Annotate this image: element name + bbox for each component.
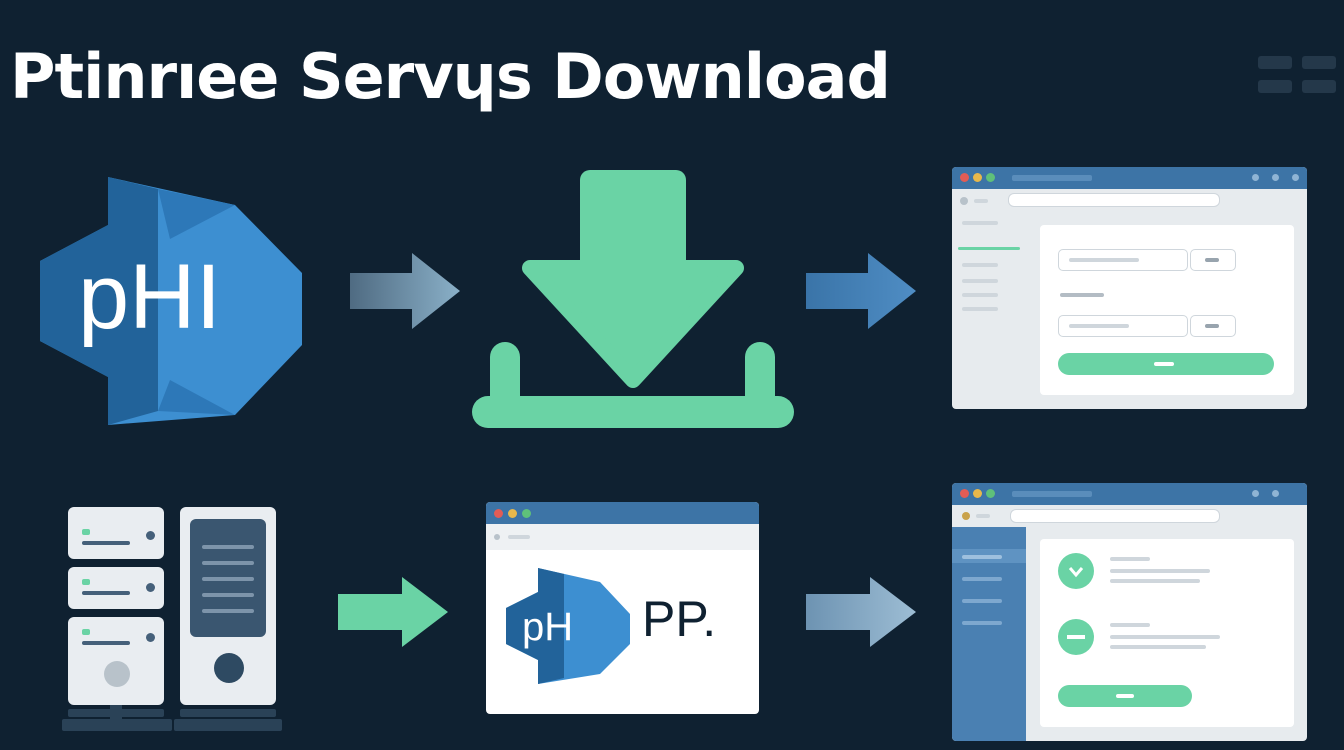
server-unit [68, 567, 164, 609]
minimize-window-icon[interactable] [973, 489, 982, 498]
window-titlebar [952, 167, 1307, 189]
sidebar-item[interactable] [962, 307, 998, 311]
sidebar-item[interactable] [962, 279, 998, 283]
nav-placeholder [976, 514, 990, 518]
window-titlebar [486, 502, 759, 524]
close-window-icon[interactable] [960, 489, 969, 498]
maximize-window-icon[interactable] [986, 173, 995, 182]
sidebar-item[interactable] [962, 221, 998, 225]
address-bar[interactable] [1008, 193, 1220, 207]
toolbar-icon[interactable] [1252, 490, 1259, 497]
address-bar[interactable] [1010, 509, 1220, 523]
status-line [1110, 623, 1150, 627]
tab-placeholder[interactable] [1012, 491, 1092, 497]
toolbar-icon[interactable] [1252, 174, 1259, 181]
confirm-button[interactable] [1058, 685, 1192, 707]
close-window-icon[interactable] [960, 173, 969, 182]
arrow-right-icon [338, 577, 448, 647]
form-action-button[interactable] [1190, 249, 1236, 271]
minus-icon [1058, 619, 1094, 655]
tab-placeholder[interactable] [1012, 175, 1092, 181]
toolbar-icon[interactable] [1272, 174, 1279, 181]
nav-icon[interactable] [962, 512, 970, 520]
arrow-right-icon [350, 253, 460, 329]
arrow-right-icon [806, 577, 916, 647]
sidebar [952, 527, 1026, 741]
close-window-icon[interactable] [494, 509, 503, 518]
address-row [486, 524, 759, 550]
form-panel [1040, 225, 1294, 395]
check-icon [1058, 553, 1094, 589]
nav-icon[interactable] [960, 197, 968, 205]
nav-placeholder [974, 199, 988, 203]
arrow-right-icon [806, 253, 916, 329]
nav-placeholder [508, 535, 530, 539]
sidebar-item[interactable] [962, 621, 1002, 625]
download-icon [472, 170, 794, 428]
server-unit [68, 507, 164, 559]
maximize-window-icon[interactable] [986, 489, 995, 498]
menu-grid-icon[interactable] [1258, 56, 1336, 94]
maximize-window-icon[interactable] [522, 509, 531, 518]
sidebar-item[interactable] [962, 577, 1002, 581]
browser-window-top [952, 167, 1307, 409]
php-logo-suffix: PP. [642, 591, 717, 647]
minimize-window-icon[interactable] [973, 173, 982, 182]
sidebar-active-indicator [958, 247, 1020, 250]
page-title: Ptinrıee Servɥs Download [10, 40, 891, 113]
php-logo-large-text: pHI [78, 246, 221, 348]
window-titlebar [952, 483, 1307, 505]
php-logo-large: pHI [40, 177, 302, 425]
title-dot [788, 84, 793, 89]
nav-icon[interactable] [494, 534, 500, 540]
form-action-button[interactable] [1190, 315, 1236, 337]
toolbar-icon[interactable] [1272, 490, 1279, 497]
server-unit [68, 617, 164, 705]
form-input[interactable] [1058, 315, 1188, 337]
php-logo-small-text: pH [522, 605, 573, 649]
toolbar-icon[interactable] [1292, 174, 1299, 181]
status-line [1110, 557, 1150, 561]
sidebar-item[interactable] [962, 293, 998, 297]
form-input[interactable] [1058, 249, 1188, 271]
server-tower [180, 507, 276, 705]
server-icon [62, 505, 282, 737]
status-panel [1040, 539, 1294, 727]
form-label [1060, 293, 1104, 297]
minimize-window-icon[interactable] [508, 509, 517, 518]
submit-button[interactable] [1058, 353, 1274, 375]
browser-window-php: pH PP. [486, 502, 759, 714]
sidebar-item[interactable] [962, 263, 998, 267]
php-logo-small: pH [506, 568, 630, 684]
sidebar-item[interactable] [962, 599, 1002, 603]
browser-window-bottom [952, 483, 1307, 741]
